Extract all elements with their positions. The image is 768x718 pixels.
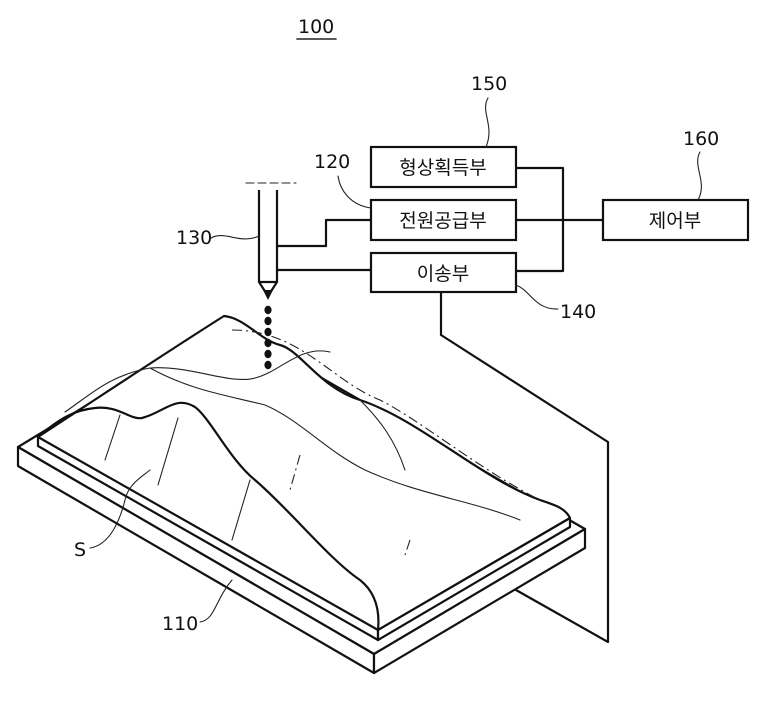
ref-120: 120: [314, 151, 350, 173]
block-shape-acquisition: 형상획득부: [369, 145, 518, 189]
ref-s: S: [74, 539, 86, 561]
wiring: [275, 166, 610, 644]
ref-150: 150: [471, 73, 507, 95]
nozzle: [245, 182, 297, 300]
block-power-supply-label: 전원공급부: [399, 210, 486, 232]
figure-number: 100: [298, 16, 334, 38]
ref-160: 160: [683, 128, 719, 150]
droplets: [264, 305, 272, 370]
substrate-body: [36, 314, 572, 642]
block-control-label: 제어부: [649, 210, 701, 232]
ref-110: 110: [162, 613, 198, 635]
block-power-supply: 전원공급부: [369, 198, 518, 242]
ref-130: 130: [176, 227, 212, 249]
ref-140: 140: [560, 301, 596, 323]
block-shape-acquisition-label: 형상획득부: [399, 157, 486, 179]
block-transfer: 이송부: [369, 251, 518, 294]
block-control: 제어부: [601, 198, 750, 242]
block-transfer-label: 이송부: [417, 263, 469, 285]
